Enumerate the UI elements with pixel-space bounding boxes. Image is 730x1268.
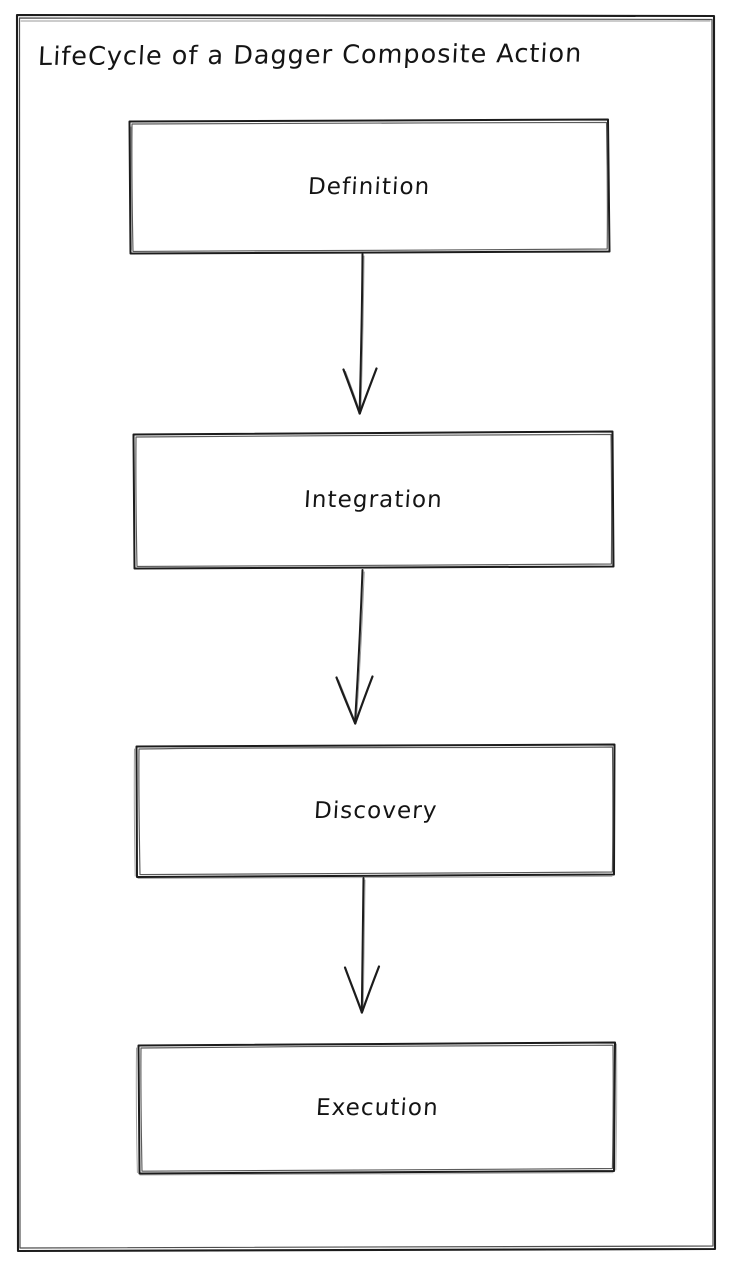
node-discovery-shape[interactable] — [133, 743, 616, 879]
node-definition-shape[interactable] — [128, 118, 611, 255]
arrow-integration-to-discovery — [335, 569, 374, 725]
node-integration-shape[interactable] — [132, 430, 615, 570]
outer-frame — [15, 13, 717, 1253]
node-execution-shape[interactable] — [135, 1041, 618, 1176]
arrow-discovery-to-execution — [343, 877, 381, 1014]
arrow-definition-to-integration — [342, 253, 378, 415]
